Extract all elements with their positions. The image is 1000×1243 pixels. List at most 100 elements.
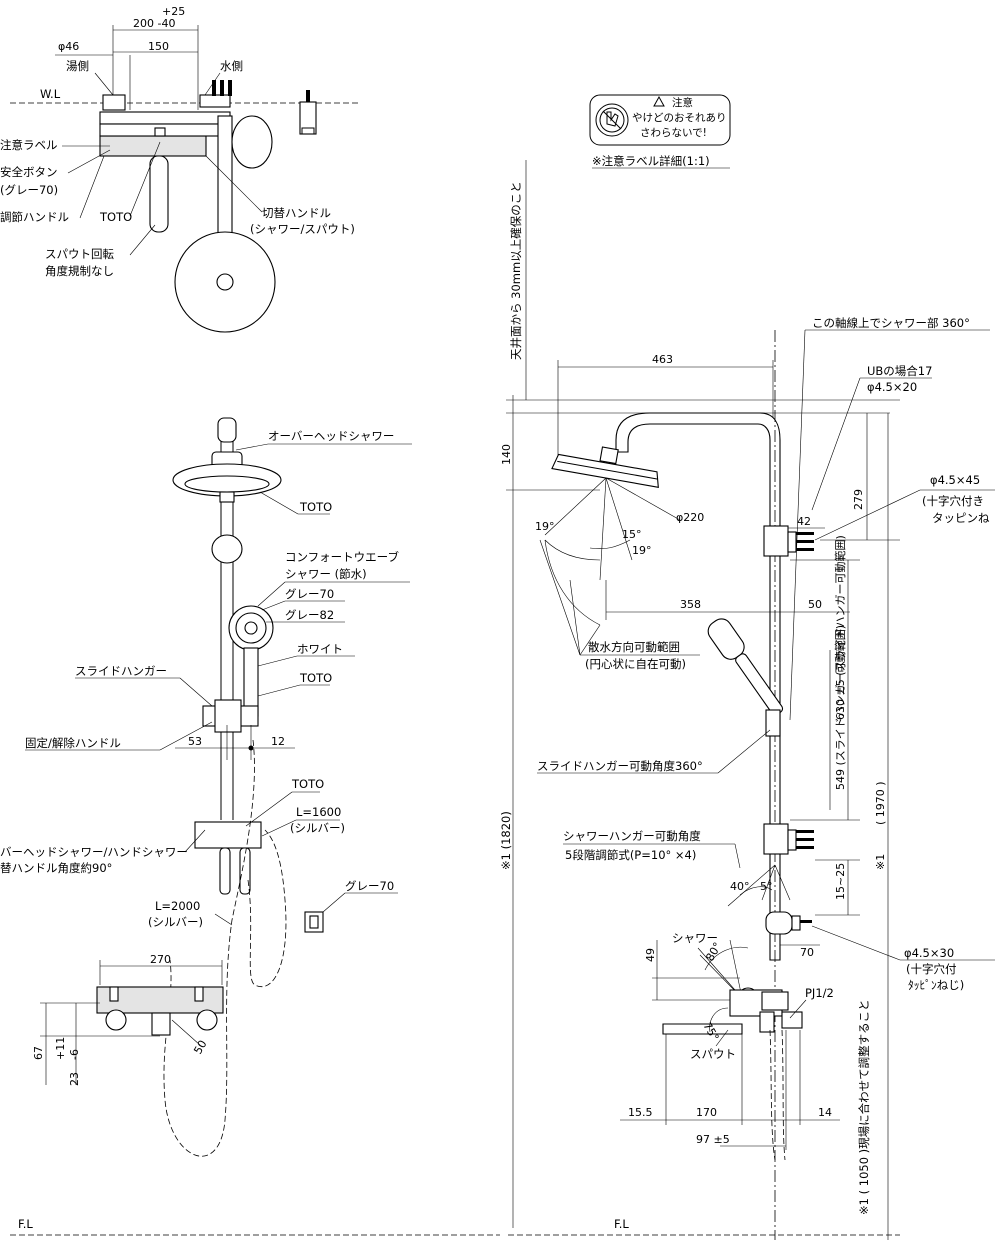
label-toto-overhead: TOTO	[299, 500, 332, 514]
dim-1050: ※1 ( 1050 )現場に合わせて調整すること	[857, 999, 871, 1215]
side-view: 天井面から 30mm以上確保のこと 140 ※1 (1820) 463 19° …	[499, 160, 995, 1240]
screw45-note-3: タッピンね	[932, 511, 990, 525]
screw45-note-2: (十字穴付き	[922, 494, 984, 508]
upper-mount-bracket	[763, 525, 814, 557]
top-view: +25 200 -40 150 φ46 湯側 水側 W.L	[0, 5, 358, 333]
dim-23: 23	[68, 1072, 81, 1086]
dim-549: 549 (スライドハンガー可動範囲)	[833, 625, 847, 790]
pipe-a	[219, 847, 231, 895]
hanger-angle-2: 5段階調節式(P=10° ×4)	[565, 848, 696, 862]
faucet-body	[99, 135, 207, 157]
dim-1970-note: ※1	[874, 854, 887, 870]
caution-label-box	[589, 94, 731, 146]
cold-inlet	[199, 94, 231, 108]
shower-hanger-side	[765, 911, 812, 935]
spout-front	[151, 1012, 171, 1036]
label-switch-handle: 切替ハンドル	[262, 206, 331, 220]
dim-170: 170	[696, 1106, 717, 1119]
slide-hanger-side	[765, 709, 781, 737]
dim-150: 150	[148, 40, 169, 53]
dim-15-25: 15~25	[834, 863, 847, 900]
dim-plus25: +25	[162, 5, 185, 18]
dim-279: 279	[852, 489, 865, 510]
caution-label-detail: 注意 やけどのおそれあり さわらないで! ※注意ラベル詳細(1:1)	[589, 94, 731, 169]
dim-19-a: 19°	[535, 520, 555, 533]
label-overhead-shower: オーバーヘッドシャワー	[268, 429, 394, 443]
screw30-note-2: (十字穴付	[906, 962, 957, 976]
label-safety-button: 安全ボタン	[0, 165, 58, 179]
dim-463: 463	[652, 353, 673, 366]
label-comfort-wave-1: コンフォートウエーブ	[285, 550, 399, 564]
slide-hanger-top	[231, 115, 273, 169]
caution-line-2: さわらないで!	[640, 127, 707, 139]
hand-shower-front	[228, 605, 274, 717]
screw30-note-3: ﾀｯﾋﾟﾝねじ)	[908, 978, 964, 992]
ceiling-note: 天井面から 30mm以上確保のこと	[509, 181, 523, 360]
ub-note-2: φ4.5×20	[867, 380, 917, 394]
label-spout-rotation-2: 角度規制なし	[45, 264, 114, 278]
label-l1600: L=1600	[296, 805, 341, 819]
label-safety-color: (グレー70)	[0, 183, 58, 197]
hanger-angle-1: シャワーハンガー可動角度	[563, 829, 701, 843]
dim-19-b: 19°	[632, 544, 652, 557]
pipe-top-cap	[217, 417, 237, 443]
dim-358: 358	[680, 598, 701, 611]
dim-270: 270	[150, 953, 171, 966]
dim-phi46: φ46	[58, 40, 79, 53]
screw30-note-1: φ4.5×30	[904, 946, 954, 960]
axis-note: この軸線上でシャワー部 360°	[812, 316, 970, 330]
dim-67: 67	[32, 1046, 45, 1060]
check-valves	[212, 80, 232, 96]
label-switch-note-1: バーヘッドシャワー/ハンドシャワー	[0, 845, 188, 859]
riser-pipe-side	[615, 412, 781, 961]
dim-70: 70	[800, 946, 814, 959]
label-silver-1: (シルバー)	[290, 821, 345, 835]
dim-50-faucet: 50	[191, 1038, 209, 1057]
label-white: ホワイト	[297, 642, 343, 656]
faucet-side-body	[729, 987, 803, 1033]
label-switch-note-2: 替ハンドル角度約90°	[0, 861, 112, 875]
lower-mount-bracket	[763, 823, 814, 855]
diverter-body	[194, 821, 262, 849]
front-view: オーバーヘッドシャワー TOTO コンフォートウエーブ シャワー (節水) グレ…	[0, 417, 412, 1157]
screw45-note-1: φ4.5×45	[930, 473, 980, 487]
label-grey82: グレー82	[285, 608, 334, 622]
overhead-shower-side	[551, 446, 659, 488]
label-temp-handle: 調節ハンドル	[0, 210, 69, 224]
spout-top	[149, 155, 169, 233]
dim-40deg: 40°	[730, 880, 750, 893]
dim-phi220: φ220	[676, 511, 704, 524]
caution-line-1: やけどのおそれあり	[632, 112, 727, 124]
hot-inlet	[102, 94, 126, 111]
label-spout-rotation-1: スパウト回転	[45, 247, 114, 261]
ub-note-1: UBの場合17	[867, 364, 932, 378]
spray-range-2: (円心状に自在可動)	[585, 657, 686, 671]
label-hot-side: 湯側	[66, 59, 89, 73]
body-back	[99, 111, 231, 125]
overhead-shower-front	[172, 451, 282, 503]
dim-14: 14	[818, 1106, 832, 1119]
pipe-b	[239, 847, 251, 895]
label-water-side: 水側	[220, 59, 243, 73]
label-silver-2: (シルバー)	[148, 915, 203, 929]
label-grey70: グレー70	[285, 587, 334, 601]
dim-50-side: 50	[808, 598, 822, 611]
label-toto-hand: TOTO	[299, 671, 332, 685]
label-wl: W.L	[40, 87, 61, 101]
dim-5deg: 5°	[760, 880, 773, 893]
caution-caption: ※注意ラベル詳細(1:1)	[592, 154, 710, 168]
dim-630: 630 ±5 (スライドハンガー可動範囲)	[833, 535, 847, 720]
dim-200-40: 200 -40	[133, 17, 175, 30]
dim-97: 97 ±5	[696, 1133, 730, 1146]
slide-angle-note: スライドハンガー可動角度360°	[537, 759, 703, 773]
dim-1820: ※1 (1820)	[499, 811, 513, 870]
spray-range-1: 散水方向可動範囲	[588, 640, 680, 654]
dim-plus11: +11	[54, 1037, 67, 1060]
floor-label-right: F.L	[614, 1217, 629, 1231]
dim-12: 12	[271, 735, 285, 748]
upper-bracket	[211, 534, 243, 564]
dim-minus6: -6	[68, 1049, 81, 1060]
label-caution: 注意ラベル	[0, 138, 58, 152]
label-pj: PJ1/2	[805, 986, 834, 1000]
